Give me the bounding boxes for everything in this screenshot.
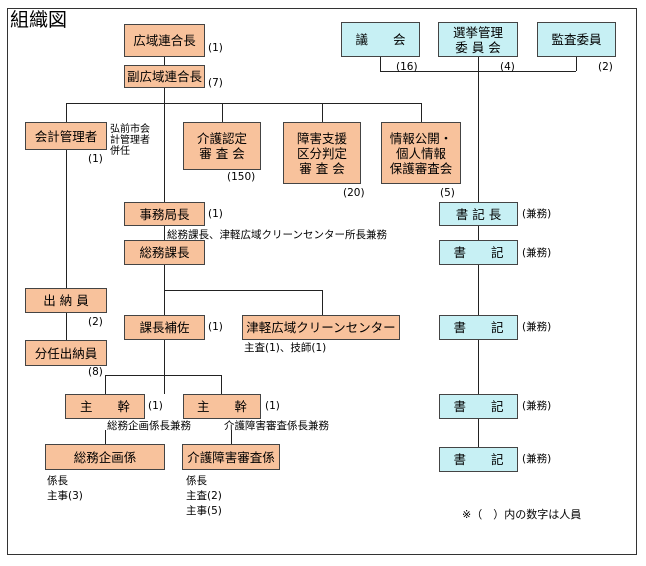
box-shukan-2: 主 幹 — [183, 394, 261, 419]
box-shoki-4: 書 記 — [439, 447, 518, 472]
box-suitoin: 出 納 員 — [25, 288, 107, 313]
count-koiki-rengo-cho: (1) — [208, 42, 223, 54]
count-kaigo-nintei: (150) — [227, 171, 256, 183]
count-fuku-koiki-rengo-cho: (7) — [208, 77, 223, 89]
box-somu-kikaku-kakari: 総務企画係 — [45, 444, 165, 470]
box-shogai-shien: 障害支援 区分判定 審 査 会 — [283, 122, 361, 184]
box-shoki-3: 書 記 — [439, 394, 518, 419]
box-senkyo-kanri: 選挙管理 委 員 会 — [438, 22, 518, 57]
note-somu-kikaku-staff: 係長 主事(3) — [47, 475, 83, 502]
box-shoki-2: 書 記 — [439, 315, 518, 340]
note-clean-staff: 主査(1)、技師(1) — [244, 342, 327, 354]
note-kenmu-shoki-4: (兼務) — [522, 453, 552, 465]
diagram-frame — [7, 8, 637, 555]
note-jimukyoku-kennin: 総務課長、津軽広域クリーンセンター所長兼務 — [167, 229, 387, 241]
note-kenmu-shoki-3: (兼務) — [522, 400, 552, 412]
count-senkyo-kanri: (4) — [500, 61, 515, 73]
note-shukan-1-kennin: 総務企画係長兼務 — [107, 420, 191, 432]
box-koiki-rengo-cho: 広域連合長 — [124, 24, 205, 57]
box-shoki-1: 書 記 — [439, 240, 518, 265]
count-shogai-shien: (20) — [343, 187, 365, 199]
count-joho-kokai: (5) — [440, 187, 455, 199]
count-kacho-hosa: (1) — [208, 321, 223, 333]
box-kaigo-shogai-kakari: 介護障害審査係 — [182, 444, 280, 470]
count-shukan-1: (1) — [148, 400, 163, 412]
box-kansa-iin: 監査委員 — [537, 22, 616, 57]
diagram-title: 組織図 — [10, 9, 68, 31]
note-kenmu-shoki-1: (兼務) — [522, 247, 552, 259]
count-jimukyoku-cho: (1) — [208, 208, 223, 220]
box-kaikei-kanrisha: 会計管理者 — [25, 122, 107, 150]
note-kenmu-shoki-2: (兼務) — [522, 321, 552, 333]
box-kacho-hosa: 課長補佐 — [124, 315, 205, 340]
note-shukan-2-kennin: 介護障害審査係長兼務 — [224, 420, 329, 432]
box-gikai: 議 会 — [341, 22, 420, 57]
note-kenmu-shokicho: (兼務) — [522, 208, 552, 220]
box-shokicho: 書 記 長 — [439, 202, 518, 226]
footnote: ※（ ）内の数字は人員 — [462, 508, 582, 521]
box-shukan-1: 主 幹 — [65, 394, 145, 419]
count-shukan-2: (1) — [265, 400, 280, 412]
box-somu-kacho: 総務課長 — [124, 240, 205, 265]
count-suitoin: (2) — [88, 316, 103, 328]
note-kaikei-kennin: 弘前市会 計管理者 併任 — [110, 124, 150, 157]
box-tsugaru-clean-center: 津軽広域クリーンセンター — [242, 315, 400, 340]
box-bunnin-suitoin: 分任出納員 — [25, 340, 107, 366]
note-kaigo-shogai-staff: 係長 主査(2) 主事(5) — [186, 475, 222, 517]
count-kansa-iin: (2) — [598, 61, 613, 73]
count-kaikei-kanrisha: (1) — [88, 153, 103, 165]
count-bunnin-suitoin: (8) — [88, 366, 103, 378]
count-gikai: (16) — [396, 61, 418, 73]
box-kaigo-nintei: 介護認定 審 査 会 — [183, 122, 261, 170]
box-joho-kokai: 情報公開・ 個人情報 保護審査会 — [381, 122, 461, 184]
box-jimukyoku-cho: 事務局長 — [124, 202, 205, 226]
box-fuku-koiki-rengo-cho: 副広域連合長 — [124, 65, 205, 88]
